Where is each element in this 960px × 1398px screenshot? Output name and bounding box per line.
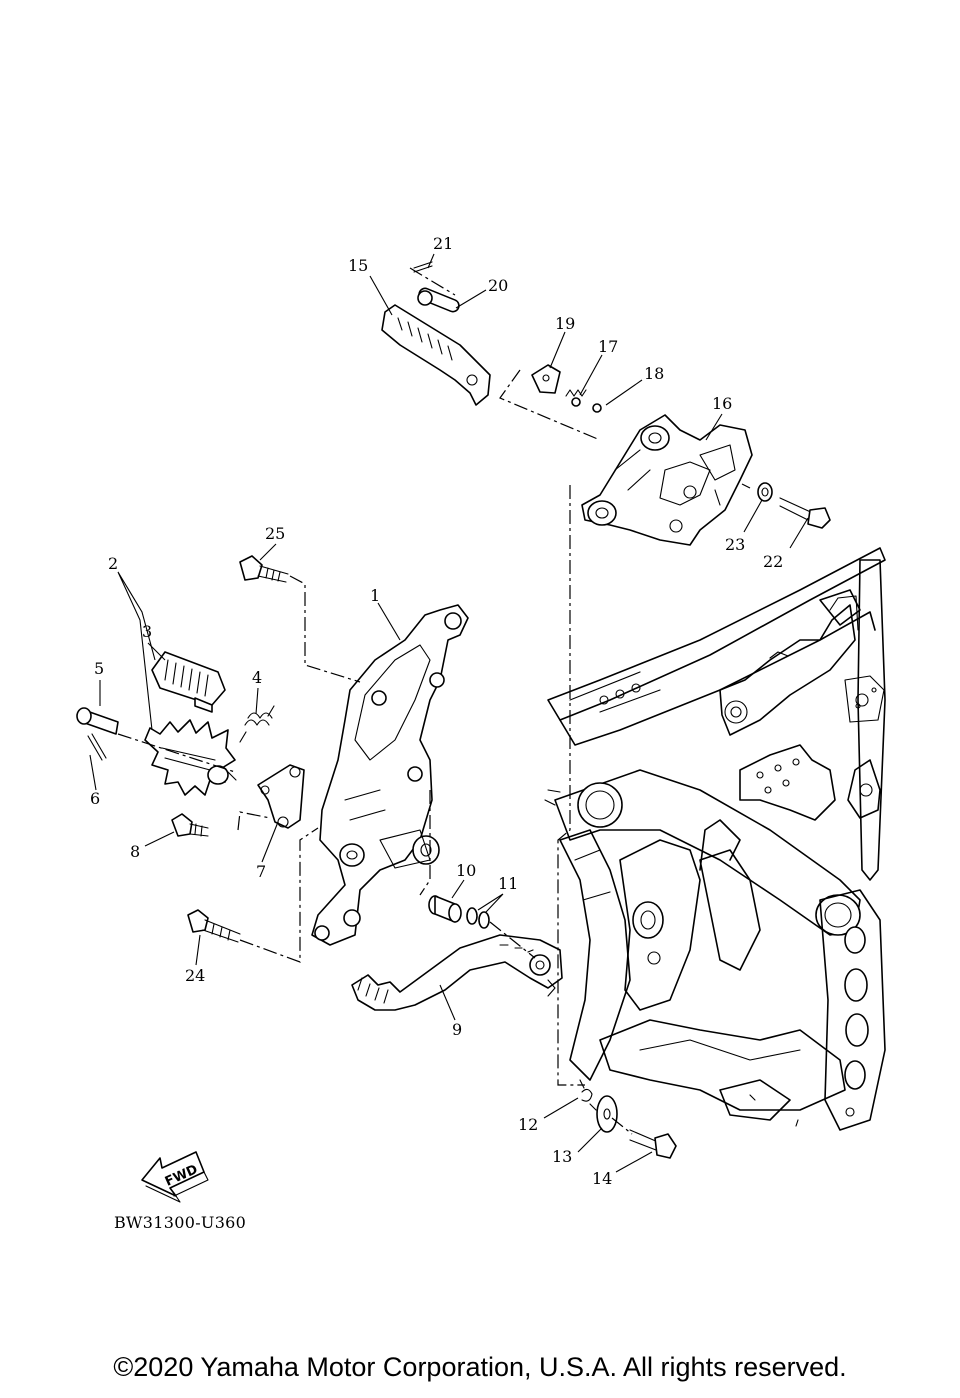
part-20-pin: [417, 287, 460, 313]
part-6-clip: [87, 733, 107, 761]
part-7-plate: [257, 764, 305, 829]
part-14-bolt: [629, 1129, 677, 1159]
part-number-22: 22: [763, 552, 783, 571]
part-15-footpeg: [381, 304, 491, 406]
part-number-5: 5: [94, 659, 104, 678]
part-number-10: 10: [456, 861, 476, 880]
copyright-notice: ©2020 Yamaha Motor Corporation, U.S.A. A…: [113, 1352, 847, 1382]
part-number-15: 15: [348, 256, 368, 275]
part-number-18: 18: [644, 364, 664, 383]
part-4-spring: [239, 705, 275, 743]
part-8-bolt: [171, 813, 209, 837]
leader-lines: [89, 253, 809, 1173]
part-number-1: 1: [370, 586, 380, 605]
part-3-rubber: [151, 651, 226, 713]
part-21-clip: [413, 261, 433, 273]
part-1-bracket: [311, 604, 469, 946]
fwd-arrow: FWD: [141, 1151, 209, 1203]
part-number-4: 4: [252, 668, 262, 687]
part-number-16: 16: [712, 394, 732, 413]
part-number-6: 6: [90, 789, 100, 808]
part-23-washer: [757, 482, 773, 502]
part-9-pedal: [351, 934, 563, 1011]
part-number-13: 13: [552, 1147, 572, 1166]
part-12-spring: [579, 1079, 597, 1111]
part-number-21: 21: [433, 234, 453, 253]
part-22-bolt: [779, 497, 831, 529]
frame-drawing: [544, 547, 886, 1131]
part-number-9: 9: [452, 1020, 462, 1039]
part-25-bolt: [239, 555, 289, 583]
part-numbers: 21 15 20 19 17 18 16 23 22 25 1 2 3 4 5 …: [90, 234, 783, 1188]
part-number-3: 3: [142, 622, 152, 641]
part-number-2: 2: [108, 554, 118, 573]
part-number-20: 20: [488, 276, 508, 295]
part-number-14: 14: [592, 1169, 612, 1188]
part-number-11: 11: [498, 874, 518, 893]
part-16-bracket: [581, 414, 753, 546]
part-number-25: 25: [265, 524, 285, 543]
part-24-bolt: [187, 909, 241, 943]
part-13-washer: [596, 1095, 618, 1133]
part-number-17: 17: [598, 337, 618, 356]
part-19-detent: [531, 364, 561, 394]
part-number-7: 7: [256, 862, 266, 881]
assembly-lines: [117, 267, 751, 1135]
part-number-24: 24: [185, 966, 205, 985]
part-number-19: 19: [555, 314, 575, 333]
part-number-23: 23: [725, 535, 745, 554]
part-number-12: 12: [518, 1115, 538, 1134]
part-18-ball: [592, 403, 602, 413]
part-17-spring: [565, 389, 587, 407]
part-10-bushing: [428, 895, 462, 923]
diagram-code: BW31300-U360: [114, 1213, 246, 1232]
part-number-8: 8: [130, 842, 140, 861]
part-5-pin: [76, 707, 119, 735]
part-11-seal: [466, 907, 490, 929]
